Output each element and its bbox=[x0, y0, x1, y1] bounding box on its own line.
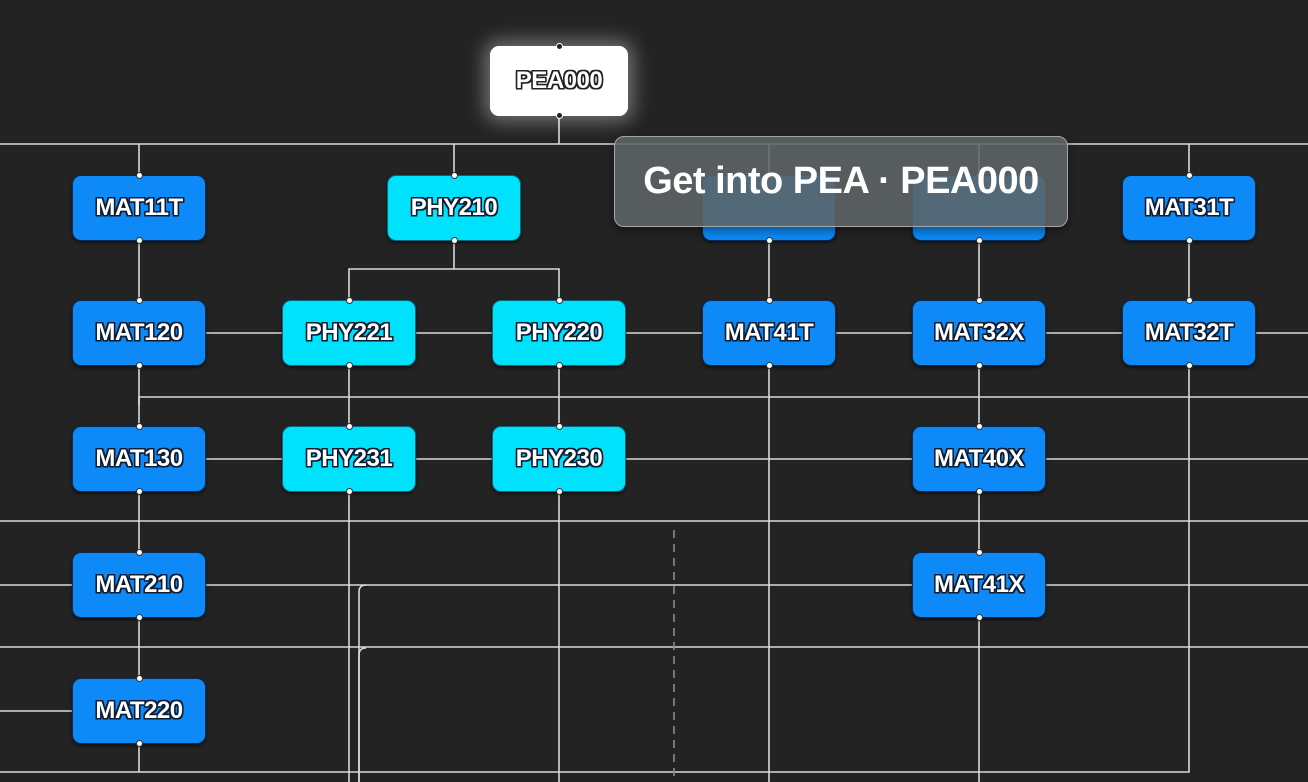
node-mat11t[interactable]: MAT11T bbox=[72, 172, 206, 244]
node-tooltip: Get into PEA · PEA000 bbox=[614, 136, 1068, 227]
node-phy220[interactable]: PHY220 bbox=[492, 297, 626, 369]
node-label: PHY210 bbox=[410, 194, 498, 221]
node-label: MAT32X bbox=[934, 319, 1024, 346]
node-port bbox=[975, 614, 983, 621]
edge-mat32t-down bbox=[139, 367, 1190, 773]
node-port bbox=[555, 362, 563, 369]
node-port bbox=[975, 237, 983, 244]
row-connector-3a bbox=[138, 396, 1308, 405]
edge-phy210-split bbox=[348, 241, 560, 299]
row-connector-4c bbox=[358, 584, 367, 782]
node-mat130[interactable]: MAT130 bbox=[72, 423, 206, 495]
node-label: MAT40X bbox=[934, 445, 1024, 472]
node-port bbox=[345, 362, 353, 369]
node-label: PHY231 bbox=[305, 445, 393, 472]
node-port bbox=[765, 237, 773, 244]
node-port bbox=[1185, 297, 1193, 304]
node-port bbox=[975, 297, 983, 304]
node-port bbox=[450, 237, 458, 244]
node-phy230[interactable]: PHY230 bbox=[492, 423, 626, 495]
node-port bbox=[555, 488, 563, 495]
node-port bbox=[1185, 237, 1193, 244]
node-label: MAT31T bbox=[1144, 194, 1234, 221]
node-port bbox=[555, 423, 563, 430]
node-mat210[interactable]: MAT210 bbox=[72, 549, 206, 621]
node-label: MAT210 bbox=[95, 571, 183, 598]
node-port bbox=[975, 423, 983, 430]
node-port bbox=[1185, 362, 1193, 369]
node-label: MAT130 bbox=[95, 445, 183, 472]
node-label: MAT11T bbox=[95, 194, 183, 221]
node-port bbox=[135, 488, 143, 495]
node-port bbox=[345, 297, 353, 304]
node-label: MAT41X bbox=[934, 571, 1024, 598]
node-mat32t[interactable]: MAT32T bbox=[1122, 297, 1256, 369]
edge-mat220-out bbox=[0, 745, 140, 773]
node-port bbox=[135, 675, 143, 682]
node-label: PEA000 bbox=[515, 67, 603, 94]
node-label: PHY230 bbox=[515, 445, 603, 472]
node-port bbox=[765, 362, 773, 369]
node-port bbox=[1185, 172, 1193, 179]
node-port bbox=[135, 740, 143, 747]
node-port bbox=[555, 43, 563, 50]
node-port bbox=[135, 237, 143, 244]
node-label: MAT41T bbox=[724, 319, 814, 346]
node-mat41x[interactable]: MAT41X bbox=[912, 549, 1046, 621]
node-port bbox=[135, 614, 143, 621]
row-connector-5b bbox=[358, 647, 367, 782]
tooltip-text: Get into PEA · PEA000 bbox=[643, 160, 1039, 202]
node-mat32x[interactable]: MAT32X bbox=[912, 297, 1046, 369]
node-phy210[interactable]: PHY210 bbox=[387, 172, 521, 244]
node-label: MAT120 bbox=[95, 319, 183, 346]
node-mat40x[interactable]: MAT40X bbox=[912, 423, 1046, 495]
node-port bbox=[450, 172, 458, 179]
node-pea000[interactable]: PEA000 bbox=[490, 43, 628, 119]
node-port bbox=[135, 549, 143, 556]
node-port bbox=[345, 423, 353, 430]
node-port bbox=[135, 297, 143, 304]
node-label: PHY221 bbox=[305, 319, 393, 346]
node-port bbox=[765, 297, 773, 304]
node-port bbox=[975, 549, 983, 556]
node-port bbox=[135, 423, 143, 430]
node-phy221[interactable]: PHY221 bbox=[282, 297, 416, 369]
node-port bbox=[135, 362, 143, 369]
node-mat41t[interactable]: MAT41T bbox=[702, 297, 836, 369]
node-port bbox=[345, 488, 353, 495]
node-mat120[interactable]: MAT120 bbox=[72, 297, 206, 369]
node-mat31t[interactable]: MAT31T bbox=[1122, 172, 1256, 244]
node-port bbox=[555, 112, 563, 119]
node-phy231[interactable]: PHY231 bbox=[282, 423, 416, 495]
node-label: MAT220 bbox=[95, 697, 183, 724]
node-mat220[interactable]: MAT220 bbox=[72, 675, 206, 747]
node-port bbox=[135, 172, 143, 179]
node-port bbox=[975, 488, 983, 495]
node-port bbox=[555, 297, 563, 304]
node-label: PHY220 bbox=[515, 319, 603, 346]
node-label: MAT32T bbox=[1144, 319, 1234, 346]
node-port bbox=[975, 362, 983, 369]
